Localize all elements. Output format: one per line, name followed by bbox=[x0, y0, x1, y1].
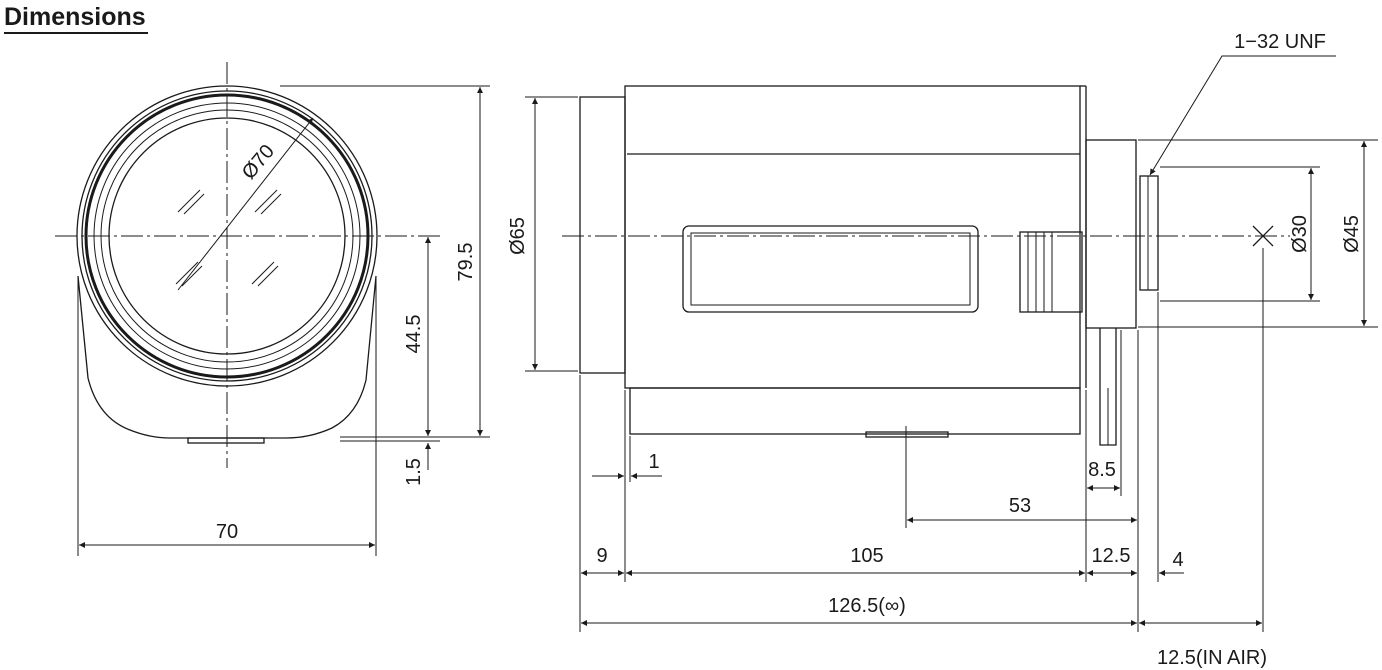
page-title: Dimensions bbox=[4, 2, 148, 34]
dim-9-label: 9 bbox=[596, 545, 607, 567]
front-ring-4 bbox=[93, 102, 361, 370]
focal-point-mark-2 bbox=[1252, 225, 1274, 247]
dim-105-label: 105 bbox=[850, 545, 883, 567]
side-window-outer bbox=[682, 225, 979, 313]
dim-8-5-label: 8.5 bbox=[1088, 459, 1116, 481]
rear-mount-block bbox=[1085, 139, 1137, 329]
front-ring-2 bbox=[81, 90, 373, 382]
diameter-70-leader bbox=[177, 117, 314, 291]
dim-44-5-label: 44.5 bbox=[403, 315, 425, 354]
c-mount-thread bbox=[1139, 175, 1159, 291]
thread-leader bbox=[1149, 55, 1336, 176]
focus-knob bbox=[1019, 231, 1083, 313]
dim-back-focus-label: 12.5(IN AIR) bbox=[1157, 647, 1267, 669]
side-window-inner bbox=[690, 232, 971, 306]
side-foot bbox=[865, 431, 949, 438]
dim-53-label: 53 bbox=[1009, 495, 1031, 517]
front-view: Ø70 79.5 44.5 1.5 70 bbox=[55, 62, 490, 556]
front-thick-ring bbox=[84, 93, 370, 379]
dim-12-5-label: 12.5 bbox=[1092, 545, 1131, 567]
dim-79-5-label: 79.5 bbox=[455, 243, 477, 282]
dim-1-label: 1 bbox=[648, 451, 659, 473]
dim-65-label: Ø65 bbox=[507, 217, 529, 255]
front-ring-5 bbox=[100, 109, 354, 363]
knob-knurling bbox=[1027, 232, 1053, 312]
main-barrel bbox=[624, 85, 1081, 389]
lower-housing bbox=[629, 387, 1081, 435]
front-lens-glass bbox=[108, 117, 346, 355]
dim-70-label: 70 bbox=[216, 521, 238, 543]
front-foot bbox=[187, 437, 265, 444]
diameter-70-label: Ø70 bbox=[238, 141, 279, 184]
thread-label: 1−32 UNF bbox=[1234, 31, 1326, 53]
side-view: 1−32 UNF Ø65 Ø30 Ø45 1 8.5 bbox=[507, 31, 1378, 669]
front-housing bbox=[77, 275, 377, 439]
dim-4-label: 4 bbox=[1172, 549, 1183, 571]
front-outer-ring bbox=[76, 85, 378, 387]
dim-45-label: Ø45 bbox=[1341, 215, 1363, 253]
dim-total-label: 126.5(∞) bbox=[828, 595, 906, 617]
dim-30-label: Ø30 bbox=[1289, 215, 1311, 253]
glass-reflection-marks bbox=[175, 189, 282, 287]
front-hood bbox=[579, 96, 626, 374]
dim-1-5-label: 1.5 bbox=[403, 458, 425, 486]
